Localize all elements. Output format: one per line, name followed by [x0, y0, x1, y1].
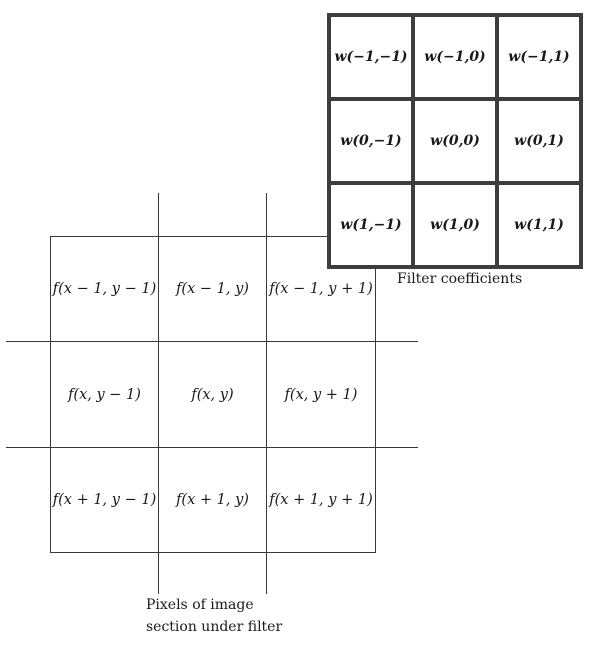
filter-mask-grid: w(−1,−1) w(−1,0) w(−1,1) w(0,−1) w(0,0) …: [327, 13, 583, 269]
image-caption-line-1: Pixels of image: [146, 597, 254, 613]
image-pixel-cell: f(x − 1, y): [176, 281, 249, 297]
image-pixel-cell: f(x − 1, y + 1): [269, 281, 373, 297]
filter-coefficient-cell: w(−1,−1): [331, 17, 411, 97]
image-pixel-cell: f(x − 1, y − 1): [52, 281, 157, 297]
image-pixel-cell: f(x, y − 1): [68, 386, 141, 403]
image-pixel-cell: f(x + 1, y + 1): [269, 492, 373, 508]
filter-coefficient-cell: w(0,−1): [331, 101, 411, 181]
grid-line: [158, 193, 159, 594]
filter-coefficient-cell: w(0,1): [499, 101, 579, 181]
image-caption-line-2: section under filter: [146, 619, 283, 635]
filter-coefficient-cell: w(−1,1): [499, 17, 579, 97]
image-pixel-cell: f(x, y + 1): [284, 386, 358, 403]
grid-line: [266, 193, 267, 594]
filter-coefficient-cell: w(1,−1): [331, 185, 411, 265]
grid-line: [6, 341, 418, 342]
filter-coefficient-cell: w(1,0): [415, 185, 495, 265]
grid-line: [6, 447, 418, 448]
filter-coefficient-cell: w(0,0): [415, 101, 495, 181]
filter-caption: Filter coefficients: [397, 271, 523, 287]
grid-line: [50, 236, 376, 237]
grid-line: [375, 236, 376, 553]
grid-line: [50, 236, 51, 553]
image-pixel-cell: f(x + 1, y): [176, 492, 249, 508]
image-pixel-cell: f(x + 1, y − 1): [52, 492, 157, 508]
filter-coefficient-cell: w(1,1): [499, 185, 579, 265]
image-pixel-cell: f(x, y): [191, 386, 234, 403]
grid-line: [50, 552, 376, 553]
filter-coefficient-cell: w(−1,0): [415, 17, 495, 97]
